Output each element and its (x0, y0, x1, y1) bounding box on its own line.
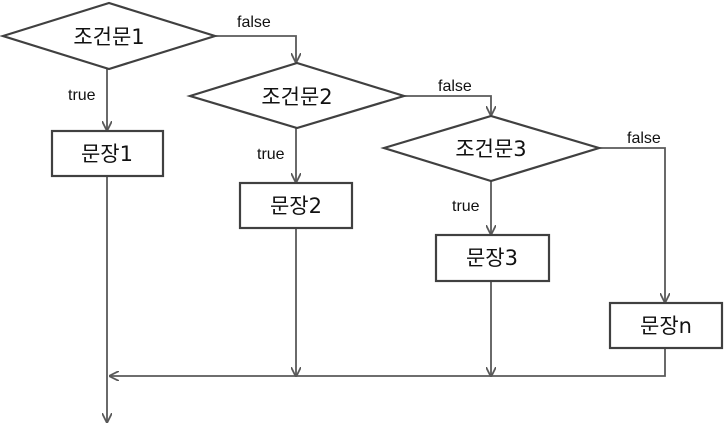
condition-3-label: 조건문3 (455, 137, 526, 161)
statement-n: 문장n (608, 301, 724, 350)
arrow-stmtn-merge (110, 348, 666, 376)
true-label-2: true (257, 146, 285, 163)
statement-n-label: 문장n (640, 314, 692, 338)
true-label-1: true (68, 87, 96, 104)
statement-3-label: 문장3 (466, 246, 518, 270)
statement-3: 문장3 (434, 233, 551, 283)
statement-2-label: 문장2 (270, 194, 322, 218)
arrow-cond1-false (215, 35, 296, 62)
condition-2: 조건문2 (186, 61, 408, 130)
false-label-2: false (438, 78, 472, 95)
true-label-3: true (452, 198, 480, 215)
statement-2: 문장2 (238, 181, 354, 230)
decision-diamond (0, 1, 219, 71)
statement-box (238, 181, 354, 230)
arrow-cond2-false (404, 95, 491, 115)
statement-1-label: 문장1 (81, 142, 133, 166)
arrow-cond3-false (599, 147, 665, 302)
decision-diamond (380, 114, 603, 183)
false-label-3: false (627, 130, 661, 147)
condition-1-label: 조건문1 (73, 25, 144, 49)
statement-box (434, 233, 551, 283)
false-label-1: false (237, 14, 271, 31)
condition-3: 조건문3 (380, 114, 603, 183)
statement-box (608, 301, 724, 350)
condition-2-label: 조건문2 (261, 85, 332, 109)
statement-box (50, 129, 165, 178)
condition-1: 조건문1 (0, 1, 219, 71)
statement-1: 문장1 (50, 129, 165, 178)
decision-diamond (186, 61, 408, 130)
connectors (107, 35, 666, 422)
